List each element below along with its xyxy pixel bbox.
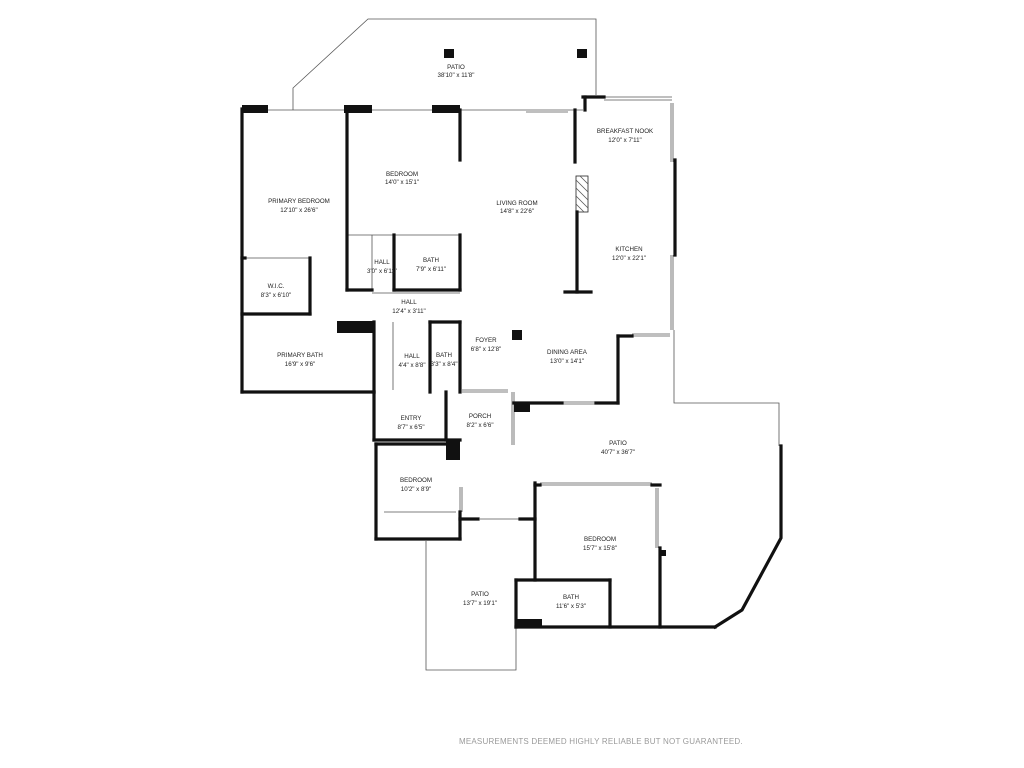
thin-outlines (245, 18, 780, 671)
room-name: BATH (423, 257, 439, 264)
room-name: LIVING ROOM (496, 200, 537, 207)
room-wic: W.I.C. 8'3" x 6'10" (261, 283, 292, 299)
room-bath-north: BATH 7'9" x 6'11" (416, 257, 446, 273)
room-patio-top: PATIO 38'10" x 11'8" (438, 64, 475, 79)
room-primary-bedroom: PRIMARY BEDROOM 12'10" x 26'6" (268, 198, 330, 214)
room-patio-south: PATIO 13'7" x 19'1" (463, 591, 497, 607)
room-size: 14'8" x 22'6" (500, 208, 534, 215)
room-size: 12'10" x 26'6" (280, 207, 317, 214)
room-foyer: FOYER 6'8" x 12'8" (471, 337, 502, 353)
room-kitchen: KITCHEN 12'0" x 22'1" (612, 246, 646, 262)
room-labels: PATIO 38'10" x 11'8" PRIMARY BEDROOM 12'… (261, 64, 654, 610)
room-name: PORCH (469, 413, 491, 420)
room-size: 3'3" x 8'4" (430, 361, 457, 368)
room-size: 40'7" x 36'7" (601, 449, 635, 456)
room-living-room: LIVING ROOM 14'8" x 22'6" (496, 200, 537, 215)
room-size: 38'10" x 11'8" (438, 72, 475, 79)
disclaimer-text: MEASUREMENTS DEEMED HIGHLY RELIABLE BUT … (459, 737, 743, 746)
room-bath-south: BATH 11'6" x 5'3" (556, 594, 586, 610)
room-size: 11'6" x 5'3" (556, 603, 586, 610)
room-name: BEDROOM (400, 477, 432, 484)
room-size: 6'8" x 12'8" (471, 346, 502, 353)
room-hall-small: HALL 3'0" x 6'11" (367, 259, 397, 275)
room-size: 7'9" x 6'11" (416, 266, 446, 273)
room-size: 13'7" x 19'1" (463, 600, 497, 607)
room-patio-east: PATIO 40'7" x 36'7" (601, 440, 635, 456)
room-size: 14'0" x 15'1" (385, 179, 419, 186)
room-size: 15'7" x 15'8" (583, 545, 617, 552)
room-primary-bath: PRIMARY BATH 16'9" x 9'6" (277, 352, 323, 368)
room-hall-mid: HALL 4'4" x 8'8" (398, 353, 425, 369)
room-name: BATH (563, 594, 579, 601)
room-size: 8'3" x 6'10" (261, 292, 292, 299)
room-bedroom-north: BEDROOM 14'0" x 15'1" (385, 171, 419, 186)
walls (240, 95, 783, 630)
room-size: 12'0" x 22'1" (612, 255, 646, 262)
room-dining-area: DINING AREA 13'0" x 14'1" (547, 349, 588, 365)
room-name: HALL (374, 259, 390, 266)
room-name: W.I.C. (268, 283, 285, 290)
room-name: PATIO (471, 591, 489, 598)
room-name: KITCHEN (615, 246, 642, 253)
room-bath-mid: BATH 3'3" x 8'4" (430, 352, 457, 368)
room-size: 12'4" x 3'11" (392, 308, 425, 315)
room-name: PATIO (609, 440, 627, 447)
room-size: 8'2" x 6'6" (466, 422, 493, 429)
room-name: PRIMARY BATH (277, 352, 323, 359)
room-name: BEDROOM (386, 171, 418, 178)
room-size: 13'0" x 14'1" (550, 358, 584, 365)
room-porch: PORCH 8'2" x 6'6" (466, 413, 493, 429)
room-name: DINING AREA (547, 349, 588, 356)
structural-posts (242, 49, 666, 628)
room-breakfast-nook: BREAKFAST NOOK 12'0" x 7'11" (597, 128, 654, 144)
room-name: BATH (436, 352, 452, 359)
room-bedroom-east: BEDROOM 15'7" x 15'8" (583, 536, 617, 552)
room-name: BREAKFAST NOOK (597, 128, 654, 135)
room-size: 8'7" x 6'5" (397, 424, 424, 431)
room-size: 12'0" x 7'11" (608, 137, 641, 144)
room-name: BEDROOM (584, 536, 616, 543)
room-name: FOYER (475, 337, 497, 344)
room-name: PATIO (447, 64, 465, 71)
room-size: 10'2" x 8'9" (401, 486, 432, 493)
room-size: 3'0" x 6'11" (367, 268, 397, 275)
room-bedroom-south: BEDROOM 10'2" x 8'9" (400, 477, 432, 493)
room-name: HALL (404, 353, 420, 360)
room-name: ENTRY (401, 415, 422, 422)
room-entry: ENTRY 8'7" x 6'5" (397, 415, 424, 431)
room-hall-long: HALL 12'4" x 3'11" (392, 299, 425, 315)
room-size: 4'4" x 8'8" (398, 362, 425, 369)
room-name: PRIMARY BEDROOM (268, 198, 330, 205)
room-name: HALL (401, 299, 417, 306)
room-size: 16'9" x 9'6" (285, 361, 316, 368)
